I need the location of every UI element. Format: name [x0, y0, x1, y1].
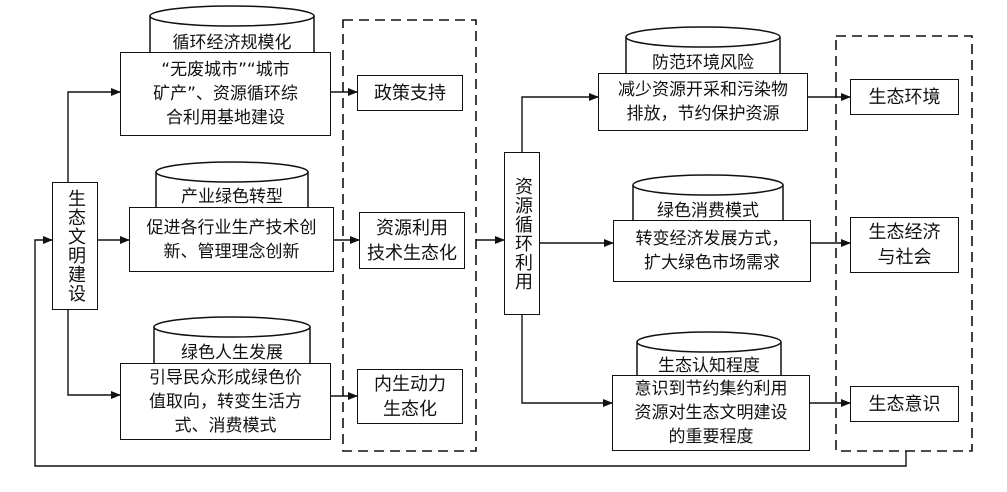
detail-box: 促进各行业生产技术创 新、管理理念创新	[129, 207, 334, 272]
cylinder-icon	[155, 161, 309, 218]
output-box: 生态经济 与社会	[850, 217, 959, 273]
cylinder-title: 循环经济规模化	[172, 33, 292, 53]
detail-box: 引导民众形成绿色价 值取向，转变生活方 式、消费模式	[120, 363, 331, 440]
feedback-loop-arrow	[34, 236, 907, 467]
output-box: 内生动力 生态化	[357, 369, 463, 424]
cylinder-icon	[625, 26, 781, 84]
output-box: 政策支持	[357, 75, 463, 111]
output-box: 生态环境	[850, 79, 959, 115]
output-box: 资源利用 技术生态化	[359, 212, 465, 269]
left-dashed-group	[342, 19, 477, 452]
detail-box: 减少资源开采和污染物 排放，节约保护资源	[598, 73, 808, 131]
right-dashed-group	[835, 35, 973, 452]
cylinder-title: 防范环境风险	[652, 53, 754, 73]
resource-cycle-box: 资源循环利用	[504, 152, 540, 315]
cylinder-icon	[636, 331, 782, 386]
arrow-mid-bottom	[521, 315, 613, 407]
detail-box: “无废城市”“城市 矿产”、资源循环综 合利用基地建设	[120, 52, 331, 136]
cylinder-title: 绿色消费模式	[657, 201, 759, 221]
detail-box: 转变经济发展方式， 扩大绿色市场需求	[613, 220, 811, 282]
arrow-left-top	[67, 88, 121, 182]
output-box: 生态意识	[850, 386, 959, 422]
arrow-mid-top	[521, 93, 599, 152]
ecological-civilization-box: 生态文明建设	[52, 182, 98, 310]
cylinder-title: 绿色人生发展	[181, 343, 283, 363]
detail-box: 意识到节约集约利用 资源对生态文明建设 的重要程度	[612, 375, 810, 451]
cylinder-title: 产业绿色转型	[181, 187, 283, 207]
arrow-left-bottom	[67, 310, 121, 399]
cylinder-title: 生态认知程度	[658, 356, 760, 376]
